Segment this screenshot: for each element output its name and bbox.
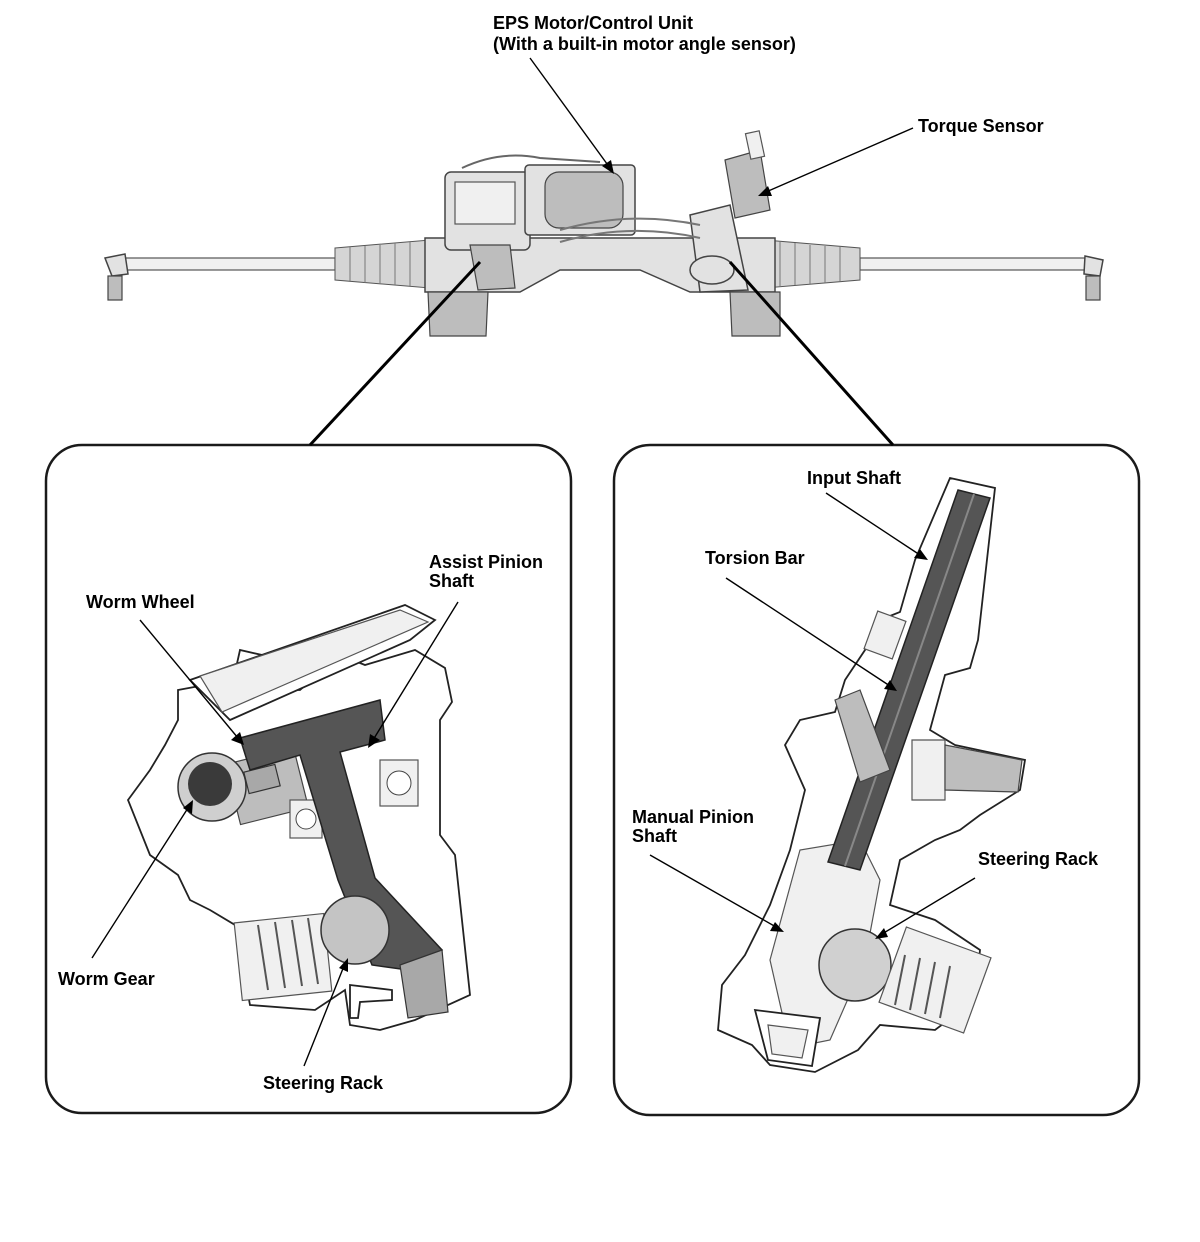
right-mount: [729, 291, 781, 337]
left-tie-rod: [103, 253, 336, 301]
pinion-valve-tower: [559, 130, 771, 293]
connector-line-left: [308, 260, 482, 447]
label-eps-motor-line1: EPS Motor/Control Unit: [493, 13, 693, 33]
label-assist-pinion-line2: Shaft: [429, 571, 474, 591]
label-steering-rack-right: Steering Rack: [978, 849, 1099, 869]
manual-pinion-cross-section: [717, 476, 1027, 1073]
rack-support-yoke: [233, 912, 333, 1002]
label-torque-sensor: Torque Sensor: [918, 116, 1044, 136]
right-rack-yoke: [878, 926, 992, 1034]
label-worm-gear: Worm Gear: [58, 969, 155, 989]
leader-lines: [91, 57, 976, 1067]
eps-motor-control-unit: [444, 154, 636, 291]
eps-gearbox-cross-section: [126, 604, 471, 1031]
label-manual-pinion-line1: Manual Pinion: [632, 807, 754, 827]
steering-gear-assembly: [103, 130, 1104, 337]
label-input-shaft: Input Shaft: [807, 468, 901, 488]
label-worm-wheel: Worm Wheel: [86, 592, 195, 612]
left-rack-boot: [334, 239, 431, 289]
label-steering-rack-left: Steering Rack: [263, 1073, 384, 1093]
right-tie-rod: [859, 255, 1104, 301]
steering-rack-section-left: [320, 895, 390, 965]
label-assist-pinion-line1: Assist Pinion: [429, 552, 543, 572]
label-eps-motor-line2: (With a built-in motor angle sensor): [493, 34, 796, 54]
steering-rack-section-right: [818, 928, 892, 1002]
label-manual-pinion-line2: Shaft: [632, 826, 677, 846]
left-mount: [427, 291, 489, 337]
right-rack-boot: [764, 239, 861, 289]
connector-line-right: [728, 261, 895, 446]
label-torsion-bar: Torsion Bar: [705, 548, 805, 568]
